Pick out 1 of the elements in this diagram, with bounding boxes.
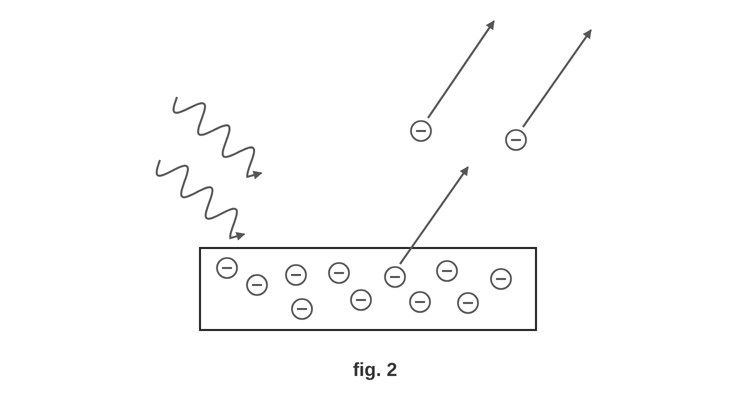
figure-caption: fig. 2 — [352, 359, 398, 383]
